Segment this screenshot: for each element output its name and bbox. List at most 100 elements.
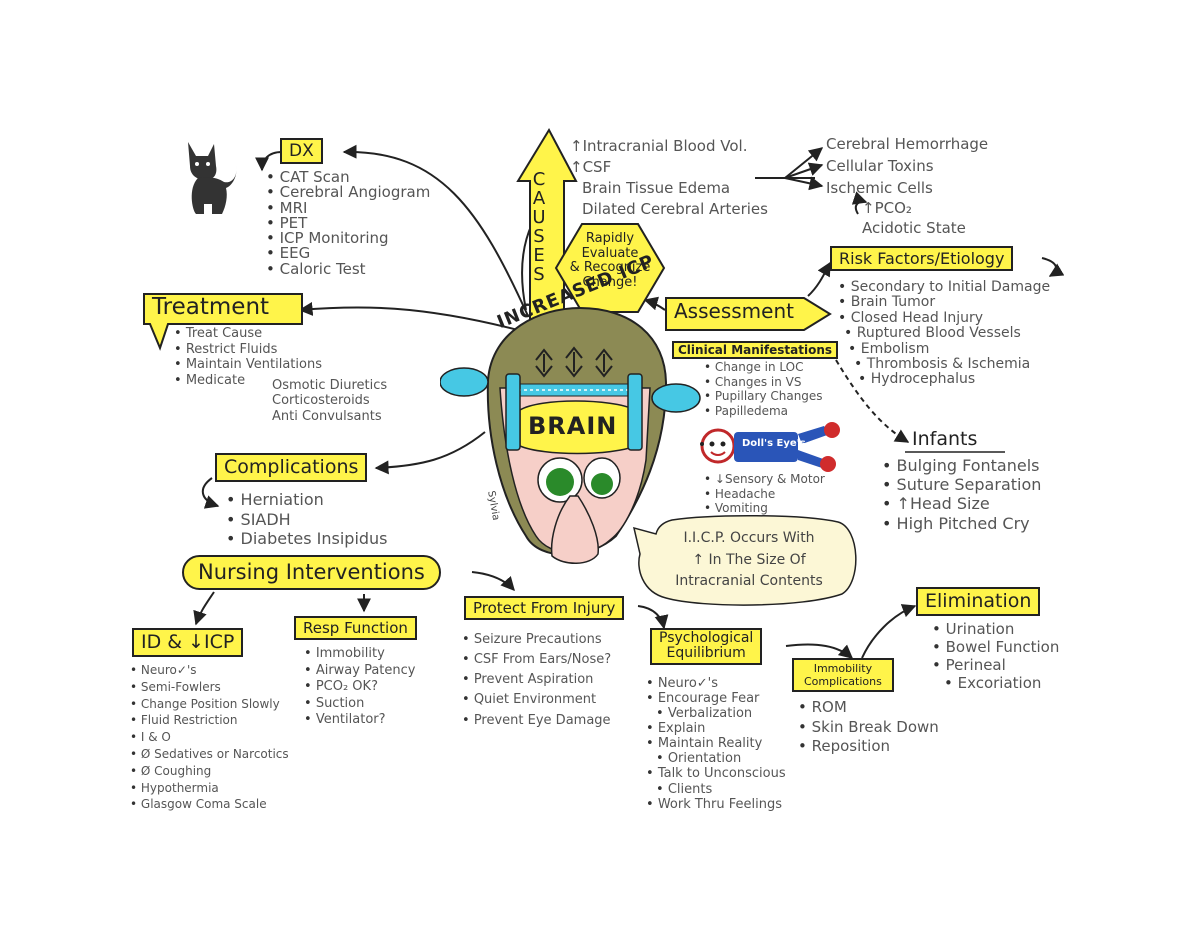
psychological-label: Psychological Equilibrium [650,628,763,665]
dx-item: Caloric Test [266,261,430,277]
id-icp-item: Change Position Slowly [130,696,289,713]
elimination-item: Perineal [932,656,1059,674]
complications-list: Herniation SIADH Diabetes Insipidus [226,490,388,549]
psychological-label-line1: Psychological [659,630,754,646]
id-icp-item: Fluid Restriction [130,712,289,729]
clinical-manifestations-label: Clinical Manifestations [672,341,839,360]
causes-item: Dilated Cerebral Arteries [582,200,768,218]
cat-icon [188,142,237,214]
psych-item: Verbalization [646,706,786,721]
speech-bubble-icon [632,514,857,606]
manifestation-item: Pupillary Changes [704,389,823,404]
id-icp-item: I & O [130,729,289,746]
manifestation-item: Change in LOC [704,360,823,375]
id-icp-item: Semi-Fowlers [130,679,289,696]
causes-sub-list: Cerebral Hemorrhage Cellular Toxins Isch… [826,134,988,199]
manifestation-item: Papilledema [704,404,823,419]
immobility-item: Reposition [798,737,939,757]
treatment-item: Maintain Ventilations [174,357,322,373]
protect-item: Quiet Environment [462,690,611,710]
protect-label: Protect From Injury [464,596,625,620]
id-icp-item: Glasgow Coma Scale [130,796,289,813]
clinical-manifestations-list: Change in LOC Changes in VS Pupillary Ch… [704,360,823,419]
causes-sub-item: ↑PCO₂ [862,199,912,217]
psych-item: Neuro✓'s [646,676,786,691]
medication-item: Osmotic Diuretics [272,378,388,393]
resp-item: Ventilator? [304,712,415,729]
risk-factor-item: Closed Head Injury [838,310,1050,326]
treatment-item: Treat Cause [174,326,322,342]
rapidly-line: Change! [582,274,638,290]
immobility-item: ROM [798,698,939,718]
manifestation-item: ↓Sensory & Motor [704,472,825,487]
risk-factor-item: Thrombosis & Ischemia [838,356,1050,372]
speech-line: I.I.C.P. Occurs With [683,530,815,546]
medication-item: Corticosteroids [272,393,370,409]
id-icp-list: Neuro✓'s Semi-Fowlers Change Position Sl… [130,662,289,813]
protect-item: Seizure Precautions [462,630,611,650]
treatment-item: Medicate [174,373,322,389]
id-icp-item: Hypothermia [130,780,289,797]
nursing-interventions-label: Nursing Interventions [182,555,441,591]
psych-item: Maintain Reality [646,736,786,751]
psych-item: Explain [646,721,786,736]
psych-item: Orientation [646,751,786,766]
immobility-item: Skin Break Down [798,718,939,738]
risk-factor-item: Ruptured Blood Vessels [838,325,1050,341]
causes-sub-item: Ischemic Cells [826,178,933,197]
causes-list: ↑Intracranial Blood Vol. ↑CSF Brain Tiss… [570,136,768,220]
risk-factor-item: Hydrocephalus [838,371,1050,387]
elimination-list: Urination Bowel Function Perineal Excori… [932,620,1060,692]
dolls-eyes-label: Doll's Eye's [742,438,806,449]
psychological-list: Neuro✓'s Encourage Fear Verbalization Ex… [646,676,786,812]
treatment-pennant-icon [143,293,303,351]
medications-list: Osmotic Diuretics Corticosteroids Anti C… [272,378,387,424]
dx-item: MRI [266,200,430,216]
medication-item: Anti Convulsants [272,408,382,424]
dx-label: DX [280,138,323,165]
infant-item: Suture Separation [882,475,1042,494]
protect-item: Prevent Eye Damage [462,711,611,731]
resp-item: Immobility [304,646,415,663]
dx-item: CAT Scan [266,169,430,185]
resp-item: Airway Patency [304,663,416,680]
risk-factor-item: Embolism [838,341,1050,357]
causes-sub-item: Cellular Toxins [826,156,934,175]
resp-item: PCO₂ OK? [304,679,415,696]
resp-function-list: Immobility Airway Patency PCO₂ OK? Sucti… [304,646,416,729]
risk-factors-label: Risk Factors/Etiology [830,246,1014,272]
clinical-manifestations-list-2: ↓Sensory & Motor Headache Vomiting [704,472,825,516]
rapidly-evaluate-hexagon-icon [554,223,666,313]
treatment-list: Treat Cause Restrict Fluids Maintain Ven… [174,326,322,388]
psych-item: Clients [646,782,786,797]
resp-item: Suction [304,696,415,713]
speech-line: Intracranial Contents [675,573,823,590]
assessment-label: Assessment [674,299,794,323]
causes-item: Brain Tissue Edema [582,179,731,197]
risk-factors-list: Secondary to Initial Damage Brain Tumor … [838,279,1050,388]
id-icp-item: Ø Sedatives or Narcotics [130,746,289,763]
dx-list: CAT Scan Cerebral Angiogram MRI PET ICP … [266,169,431,277]
psych-item: Talk to Unconscious [646,766,786,781]
protect-item: CSF From Ears/Nose? [462,650,611,670]
manifestation-item: Headache [704,487,825,502]
psych-item: Encourage Fear [646,691,786,706]
manifestation-item: Changes in VS [704,375,823,390]
causes-item: ↑Intracranial Blood Vol. [570,137,748,155]
rapidly-line: Rapidly [585,231,635,246]
complications-label: Complications [215,453,368,482]
treatment-label: Treatment [152,294,270,320]
brain-label: BRAIN [528,412,618,440]
protect-list: Seizure Precautions CSF From Ears/Nose? … [462,630,611,731]
treatment-item: Restrict Fluids [174,342,322,358]
id-icp-item: Neuro✓'s [130,662,289,679]
immobility-list: ROM Skin Break Down Reposition [798,698,939,757]
causes-sub-list-2: ↑PCO₂ Acidotic State [862,198,966,239]
speech-bubble-text: I.I.C.P. Occurs With ↑ In The Size Of In… [644,528,854,593]
causes-label: CAUSES [532,169,546,285]
causes-sub-item: Cerebral Hemorrhage [826,135,989,153]
doll-icon [700,422,840,472]
assessment-arrow-icon [665,297,832,331]
rapidly-evaluate-text: Rapidly Evaluate & Recognize Change! [556,231,664,290]
